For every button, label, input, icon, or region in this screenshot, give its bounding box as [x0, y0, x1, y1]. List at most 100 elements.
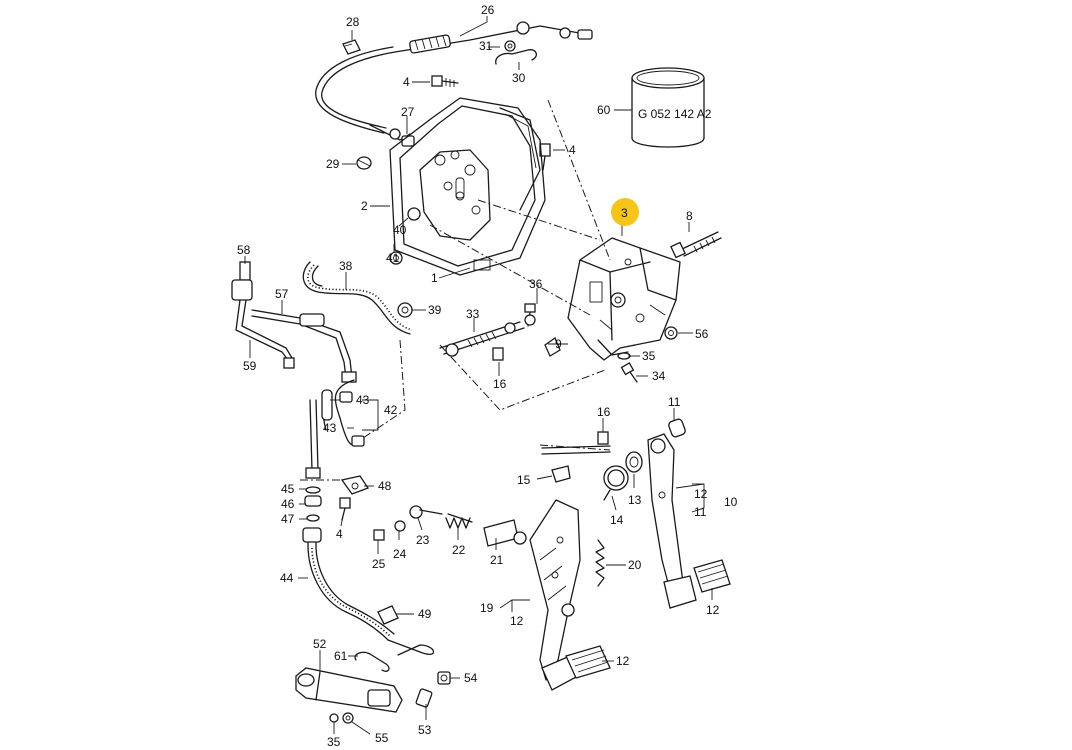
bolt-part-4-right — [539, 143, 551, 171]
pedal-bracket-part-1 — [389, 97, 546, 276]
sensor-part-15 — [551, 465, 571, 483]
hose-part-38 — [302, 261, 413, 335]
bolt-part-4-top — [431, 75, 459, 87]
callout-20: 20 — [628, 558, 642, 572]
callout-57: 57 — [275, 287, 289, 301]
callout-48: 48 — [378, 479, 392, 493]
callout-60: 60 — [597, 103, 611, 117]
nut-part-56 — [664, 326, 678, 340]
callout-15: 15 — [517, 473, 531, 487]
bolt-part-8 — [670, 231, 722, 259]
callout-23: 23 — [416, 533, 430, 547]
part-code-label: G 052 142 A2 — [638, 107, 712, 121]
hose-part-44 — [302, 399, 395, 641]
callout-4-top: 4 — [403, 75, 410, 89]
pedal-pad-part-12-right — [663, 559, 731, 609]
bushing-part-24 — [394, 520, 406, 532]
callout-40: 40 — [393, 223, 407, 237]
callout-12-brake-pad: 12 — [706, 603, 720, 617]
bolt-part-34 — [620, 362, 638, 383]
leader-lines — [244, 16, 713, 735]
bushing-part-60 — [631, 67, 705, 148]
callout-38: 38 — [339, 259, 353, 273]
callout-21: 21 — [490, 553, 504, 567]
fitting-part-54 — [437, 671, 451, 685]
callout-36: 36 — [529, 277, 543, 291]
nut-part-55 — [342, 712, 354, 724]
callout-46: 46 — [281, 497, 295, 511]
callout-8: 8 — [686, 209, 693, 223]
callout-53: 53 — [418, 723, 432, 737]
pipe-part-59 — [235, 299, 295, 369]
callout-10: 10 — [724, 495, 738, 509]
fitting-part-58 — [231, 261, 253, 301]
callout-59: 59 — [243, 359, 257, 373]
pipe-part-49 — [377, 605, 435, 656]
callout-61: 61 — [334, 649, 348, 663]
nut-part-41 — [389, 251, 403, 265]
callout-54: 54 — [464, 671, 478, 685]
bushing-part-13 — [625, 451, 643, 473]
callout-44: 44 — [280, 571, 294, 585]
callout-31: 31 — [479, 39, 493, 53]
clip-part-25 — [373, 529, 385, 541]
callout-30: 30 — [512, 71, 526, 85]
callout-47: 47 — [281, 512, 295, 526]
bushing-part-33b — [524, 314, 536, 326]
shift-cable — [315, 21, 593, 141]
callout-11-upper: 11 — [668, 395, 681, 409]
clip-part-61 — [354, 651, 390, 672]
callout-12-clutch-pad: 12 — [616, 654, 630, 668]
sleeve-part-21 — [483, 519, 527, 547]
bolt-part-35-lower — [329, 713, 339, 723]
callout-43-upper: 43 — [356, 393, 370, 407]
clip-part-27 — [401, 135, 415, 147]
spring-part-22 — [445, 513, 473, 529]
callout-3-highlighted[interactable]: 3 — [621, 206, 628, 220]
spring-clip-part-30 — [495, 49, 537, 65]
callout-26: 26 — [481, 3, 495, 17]
callout-16-upper: 16 — [493, 377, 507, 391]
callout-4-lower: 4 — [336, 527, 343, 541]
callout-41: 41 — [386, 251, 400, 265]
callout-39: 39 — [428, 303, 442, 317]
callout-2: 2 — [361, 199, 368, 213]
bracket-part-48 — [340, 475, 369, 495]
shaft-part-16-lower — [541, 431, 611, 455]
callout-labels: 28 26 31 30 4 27 4 29 2 40 41 1 60 8 58 … — [237, 3, 738, 749]
callout-14: 14 — [610, 513, 624, 527]
callout-43-lower: 43 — [323, 421, 337, 435]
callout-35-upper: 35 — [642, 349, 656, 363]
clip-part-28 — [342, 39, 361, 55]
callout-29: 29 — [326, 157, 340, 171]
callout-24: 24 — [393, 547, 407, 561]
callout-13: 13 — [628, 493, 642, 507]
pipe-part-57 — [251, 309, 357, 383]
callout-11-lower: 11 — [694, 505, 707, 519]
callout-19: 19 — [480, 601, 494, 615]
callout-33: 33 — [466, 307, 480, 321]
callout-25: 25 — [372, 557, 386, 571]
callout-34: 34 — [652, 369, 666, 383]
highlight-marker[interactable] — [611, 198, 639, 226]
callout-49: 49 — [418, 607, 432, 621]
callout-9: 9 — [555, 337, 562, 351]
brake-pedal-part-10 — [647, 433, 685, 599]
pushrod-part-33 — [439, 321, 525, 357]
pedal-pad-part-12-left — [565, 645, 611, 679]
bushing-part-29 — [356, 156, 372, 170]
callout-55: 55 — [375, 731, 389, 745]
callout-58: 58 — [237, 243, 251, 257]
callout-22: 22 — [452, 543, 466, 557]
nut-part-39 — [397, 302, 413, 318]
spring-part-14 — [603, 465, 629, 501]
callout-28: 28 — [346, 15, 360, 29]
spring-part-20 — [595, 539, 605, 587]
bushing-part-11 — [668, 418, 686, 438]
master-cylinder-part-52 — [295, 667, 403, 713]
callout-12-left: 12 — [510, 614, 524, 628]
bleeder-part-53 — [415, 688, 433, 708]
nut-part-31 — [504, 40, 516, 52]
callout-42: 42 — [384, 403, 398, 417]
